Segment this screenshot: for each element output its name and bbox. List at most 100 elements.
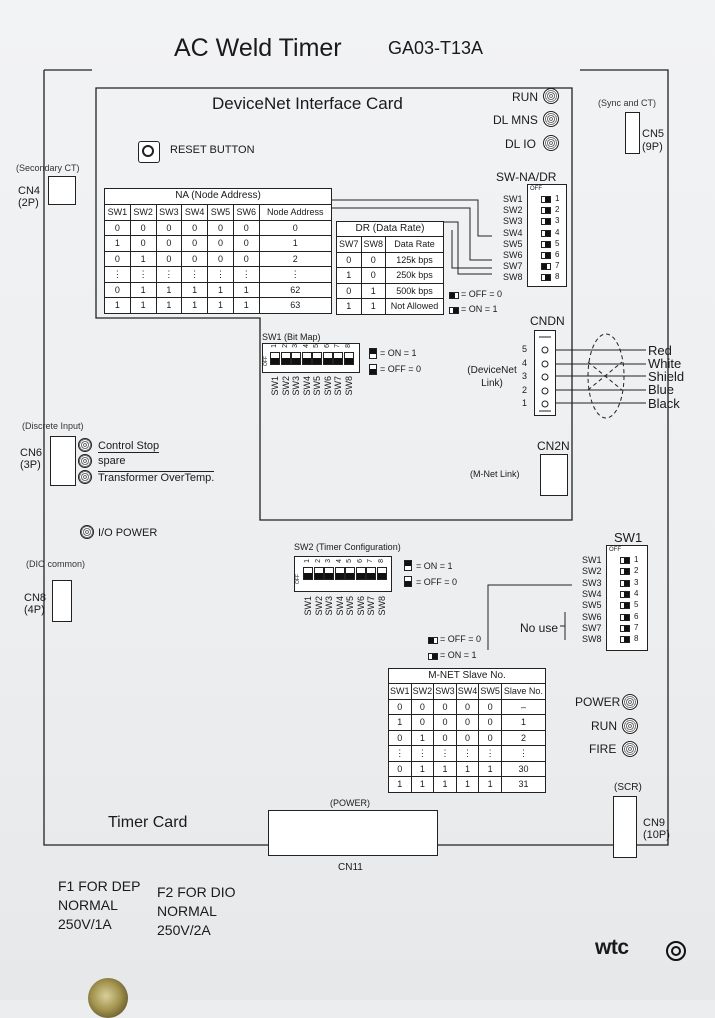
sw2-dip-icon[interactable] (303, 567, 313, 580)
swna-off-label: OFF (530, 186, 542, 192)
mnet-cell: 1 (478, 760, 502, 777)
sw2-dip-icon[interactable] (376, 567, 387, 580)
swna-switch-icon[interactable] (541, 240, 551, 248)
sw2-dip-icon[interactable] (324, 567, 334, 580)
cndn-connector[interactable] (534, 330, 556, 416)
sw1-right-switch-icon[interactable] (620, 636, 630, 644)
mnet-cell: 0 (433, 729, 457, 746)
mnet-cell: 30 (500, 760, 547, 777)
na-header-3: SW4 (181, 204, 209, 221)
mnet-cell: 2 (500, 729, 547, 746)
na-cell: 0 (104, 250, 131, 267)
sw2-dip-icon[interactable] (334, 567, 345, 580)
fire-led-icon (622, 741, 638, 757)
mnet-cell: 1 (433, 760, 457, 777)
cndn-pin-label: 4 (522, 358, 528, 368)
mnet-cell: ⋮ (388, 745, 412, 762)
na-table-title: NA (Node Address) (104, 188, 332, 204)
na-cell: ⋮ (155, 266, 183, 283)
sw1-right-switch-icon[interactable] (620, 568, 630, 576)
cn4-connector[interactable] (48, 176, 76, 205)
sw2-label: SW4 (334, 596, 345, 616)
na-header-6: Node Address (258, 204, 333, 221)
sw2-dip-icon[interactable] (366, 567, 376, 580)
sw1-right-switch-icon[interactable] (620, 602, 630, 610)
cn8-pins: (4P) (24, 604, 45, 616)
na-cell: 1 (232, 281, 260, 298)
na-cell: ⋮ (232, 266, 260, 283)
swna-switch-icon[interactable] (541, 252, 551, 259)
cn6-connector[interactable] (50, 436, 76, 486)
mnet-cell: 1 (410, 760, 435, 777)
dr-header-1: SW8 (360, 236, 386, 253)
sw2-number: 5 (346, 559, 353, 563)
sw2-legend-on: = ON = 1 (416, 561, 453, 571)
card-title: DeviceNet Interface Card (212, 94, 403, 113)
swna-switch-icon[interactable] (541, 229, 551, 237)
na-header-2: SW3 (155, 204, 183, 221)
sw1-right-label: SW6 (582, 611, 602, 622)
led-run2-label: RUN (591, 719, 617, 733)
bitmap-dip-icon[interactable] (343, 352, 354, 365)
reset-button[interactable] (138, 141, 160, 163)
sw2-dip-icon[interactable] (313, 567, 324, 580)
sw1-right-switch-icon[interactable] (620, 557, 630, 564)
swna-label: SW4 (503, 227, 523, 238)
na-cell: 0 (181, 250, 209, 267)
sw2-number: 7 (367, 559, 374, 563)
na-header-5: SW6 (232, 204, 260, 221)
timer-card-label: Timer Card (108, 814, 188, 831)
bitmap-number: 2 (281, 344, 289, 348)
bitmap-label: SW5 (312, 376, 322, 396)
cn5-name: CN5 (642, 128, 665, 140)
cn11-connector[interactable] (268, 810, 438, 856)
fuse-f1-line1: F1 FOR DEP (58, 878, 141, 894)
bitmap-dip-icon[interactable] (301, 352, 312, 365)
bitmap-dip-icon[interactable] (312, 352, 322, 365)
sw2-dip-icon[interactable] (355, 567, 366, 580)
swna-switch-icon[interactable] (541, 207, 551, 215)
cn2n-caption: (M-Net Link) (470, 469, 520, 479)
cn2n-connector[interactable] (540, 454, 568, 496)
sw2-number: 4 (335, 559, 343, 563)
bitmap-dip-icon[interactable] (280, 352, 291, 365)
sw2-label: SW6 (355, 596, 366, 616)
na-cell: 1 (104, 235, 131, 252)
panel-title: AC Weld Timer (174, 34, 342, 62)
swna-switch-icon[interactable] (541, 274, 551, 282)
bitmap-legend-on-icon (369, 348, 377, 359)
run-led-icon (543, 88, 559, 104)
bitmap-dip-icon[interactable] (333, 352, 343, 365)
sw2-dip-icon[interactable] (345, 567, 355, 580)
mnet-header-1: SW2 (410, 683, 435, 700)
na-cell: 1 (232, 297, 260, 314)
na-cell: ⋮ (181, 266, 209, 283)
sw1-right-number: 6 (634, 611, 639, 621)
mnet-cell: 0 (478, 714, 502, 731)
bitmap-dip-icon[interactable] (322, 352, 333, 365)
dr-cell: 1 (336, 298, 362, 315)
sw1-right-switch-icon[interactable] (620, 624, 630, 632)
sw1-right-switch-icon[interactable] (620, 590, 630, 598)
fuse-f2-line2: NORMAL (157, 903, 217, 919)
dr-cell: Not Allowed (385, 298, 444, 315)
sw1-right-switch-icon[interactable] (620, 579, 630, 587)
swna-switch-icon[interactable] (541, 263, 551, 271)
dl-io-led-icon (543, 135, 559, 151)
cn9-connector[interactable] (613, 796, 637, 858)
cn5-connector[interactable] (625, 112, 640, 154)
swna-switch-icon[interactable] (541, 196, 551, 203)
sw1-right-switch-icon[interactable] (620, 613, 630, 621)
dr-cell: 0 (360, 251, 386, 268)
bitmap-off-label: OFF (263, 356, 269, 366)
bitmap-dip-icon[interactable] (270, 352, 280, 365)
swna-number: 8 (555, 272, 560, 282)
swna-number: 3 (555, 216, 560, 226)
bitmap-label: SW2 (280, 376, 291, 396)
bitmap-dip-icon[interactable] (291, 352, 301, 365)
sw2-number: 1 (304, 559, 311, 563)
swna-switch-icon[interactable] (541, 218, 551, 226)
cn8-connector[interactable] (52, 580, 72, 622)
